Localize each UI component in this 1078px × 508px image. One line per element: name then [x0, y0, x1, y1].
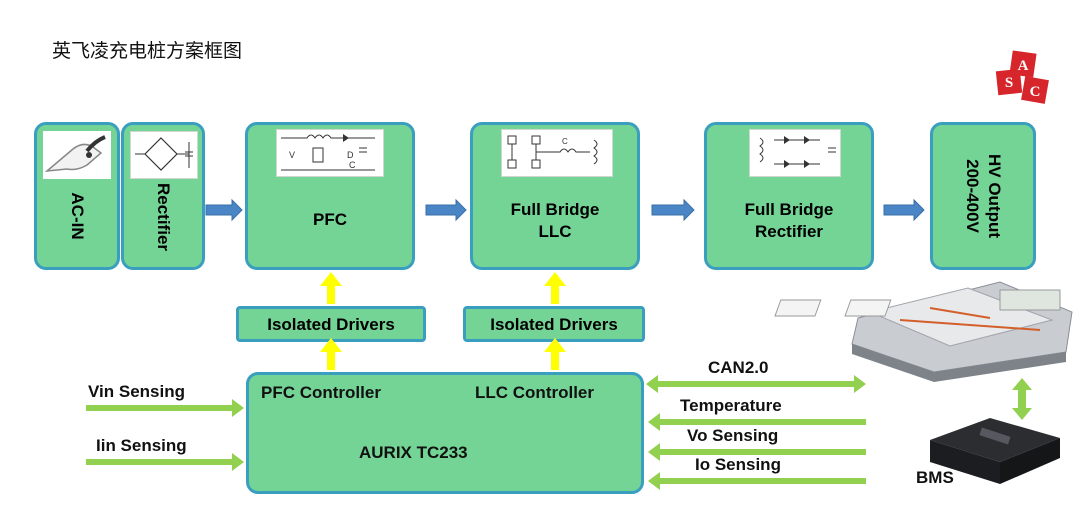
- chip-label: AURIX TC233: [359, 443, 468, 462]
- ac-in-block: AC-IN: [34, 122, 120, 270]
- flow-arrow-llc-rectifier: [651, 198, 695, 222]
- svg-text:C: C: [349, 160, 356, 170]
- flow-arrow-rectifier-hv: [883, 198, 925, 222]
- bms-label: BMS: [916, 468, 954, 487]
- pfc-block: V D C PFC: [245, 122, 415, 270]
- output-rectifier-schematic: [749, 129, 841, 177]
- llc-schematic: C: [501, 129, 613, 177]
- io-sensing-arrow: [648, 472, 866, 490]
- llc-controller-label: LLC Controller: [475, 383, 594, 402]
- svg-text:V: V: [289, 150, 295, 160]
- flow-arrow-rectifier-pfc: [205, 198, 243, 222]
- iin-sensing-arrow: [86, 453, 244, 471]
- flow-arrow-pfc-llc: [425, 198, 467, 222]
- pfc-label: PFC: [313, 210, 347, 229]
- pfc-controller-label: PFC Controller: [261, 383, 381, 402]
- svg-text:C: C: [562, 137, 568, 146]
- controller-arrow-pfc-up: [320, 338, 342, 370]
- charger-plug-image: [43, 131, 111, 179]
- iin-sensing-label: Iin Sensing: [96, 436, 187, 455]
- battery-pack-image: [774, 281, 1073, 382]
- pfc-schematic: V D C: [276, 129, 384, 177]
- temperature-label: Temperature: [680, 396, 782, 415]
- driver-arrow-pfc-up: [320, 272, 342, 304]
- isolated-drivers-llc: Isolated Drivers: [463, 306, 645, 342]
- vo-sensing-label: Vo Sensing: [687, 426, 779, 445]
- can-bus-arrow: [646, 375, 866, 393]
- svg-text:D: D: [347, 150, 354, 160]
- vin-sensing-label: Vin Sensing: [88, 382, 185, 401]
- driver-arrow-llc-up: [544, 272, 566, 304]
- io-sensing-label: Io Sensing: [695, 455, 781, 474]
- vo-sensing-arrow: [648, 443, 866, 461]
- bms-device-image: [930, 418, 1060, 484]
- rectifier-schematic: [130, 131, 198, 179]
- aurix-controller-block: PFC Controller LLC Controller AURIX TC23…: [246, 372, 644, 494]
- vin-sensing-arrow: [86, 399, 244, 417]
- rectifier-block: Rectifier: [121, 122, 205, 270]
- controller-arrow-llc-up: [544, 338, 566, 370]
- temperature-arrow: [648, 413, 866, 431]
- can-label: CAN2.0: [708, 358, 769, 377]
- battery-bms-arrow: [1012, 378, 1032, 420]
- page-title: 英飞凌充电桩方案框图: [52, 40, 243, 62]
